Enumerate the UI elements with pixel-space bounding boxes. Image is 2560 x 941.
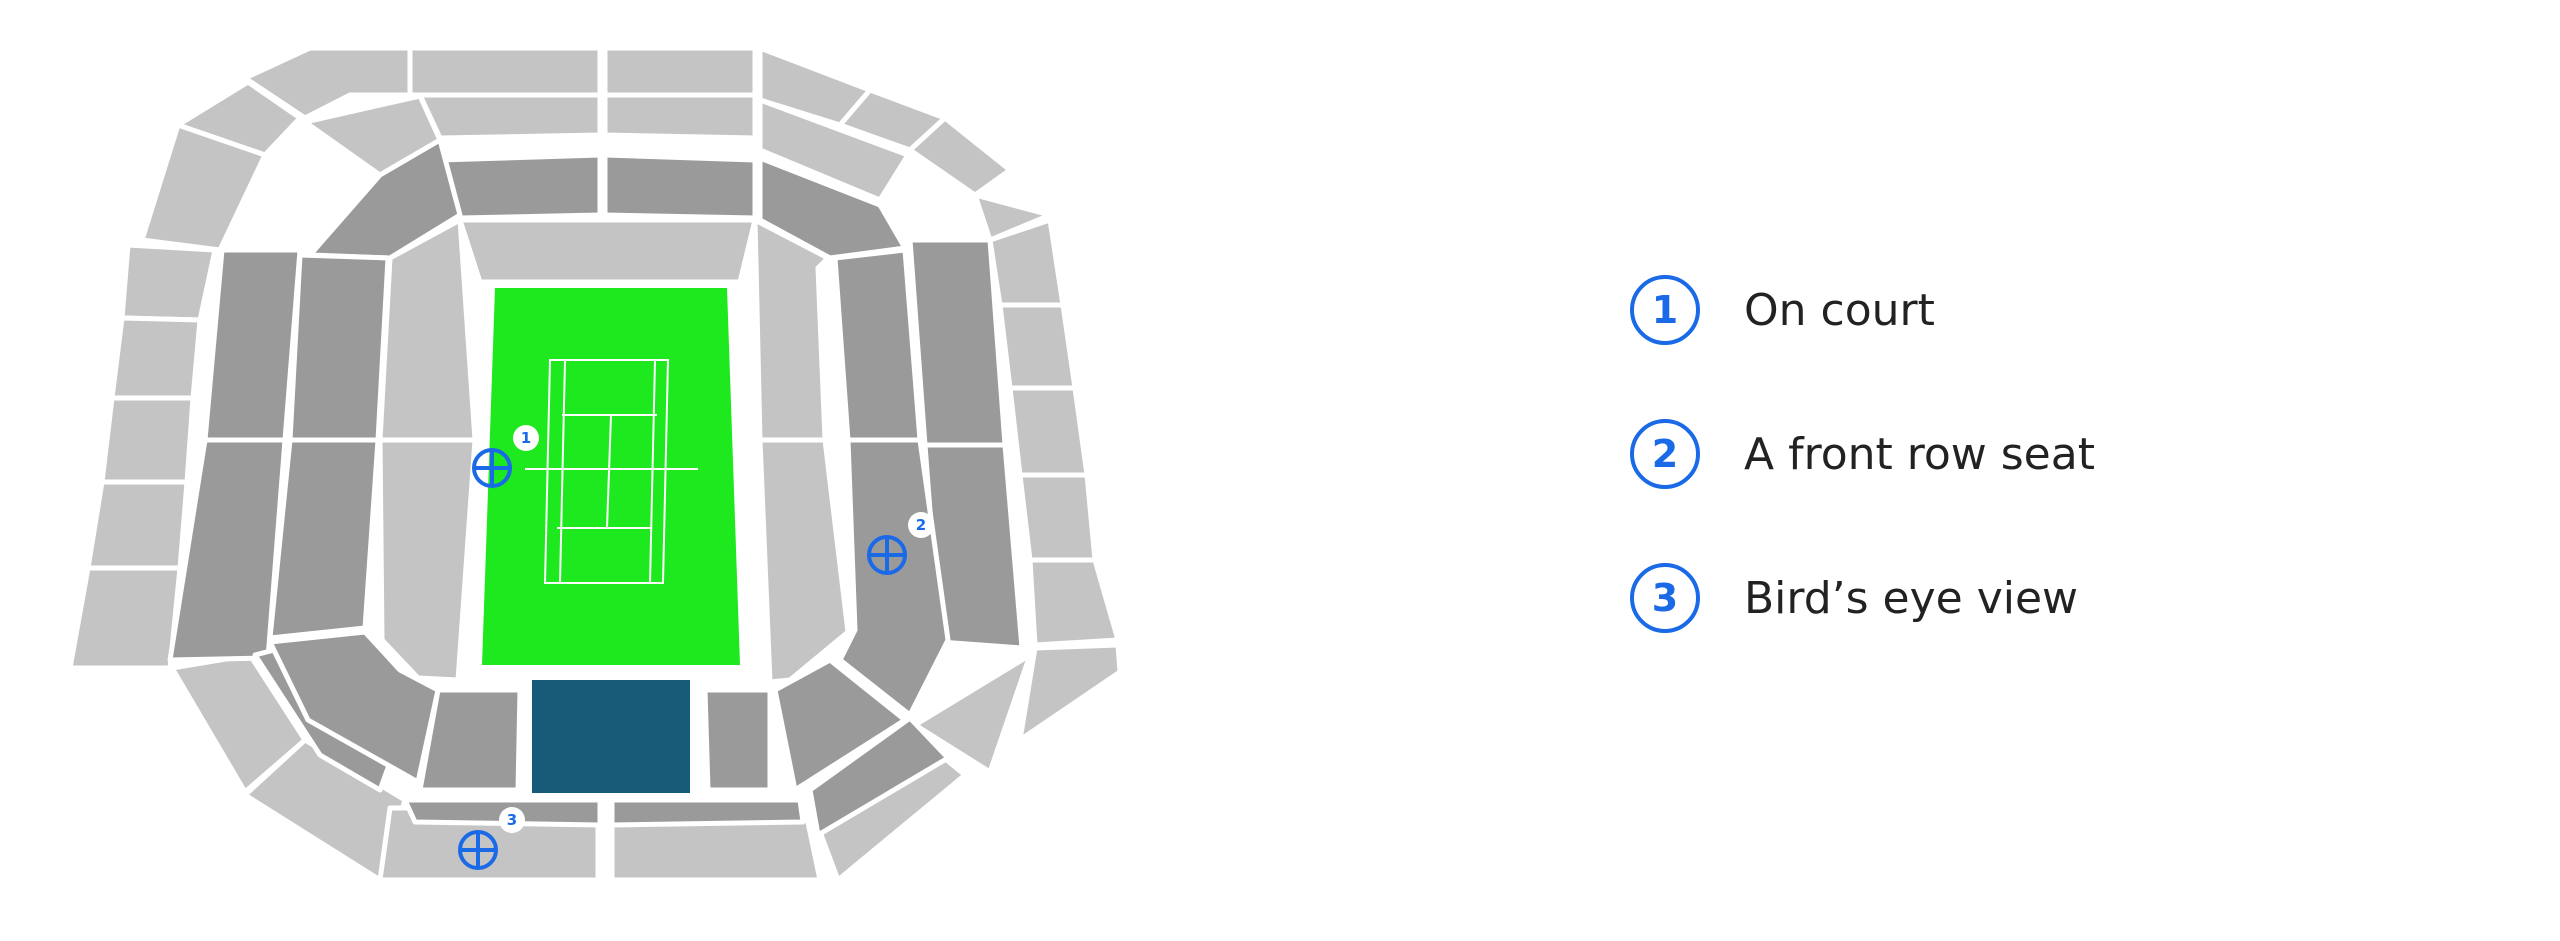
- marker-badge: [513, 425, 539, 451]
- legend-label: Bird’s eye view: [1744, 572, 2079, 624]
- outer-stands: [67, 45, 1123, 883]
- viewpoint-marker-3[interactable]: 3: [458, 807, 525, 870]
- legend-label: On court: [1744, 284, 1935, 336]
- marker-number: 2: [916, 516, 926, 534]
- marker-number: 1: [521, 429, 531, 447]
- crosshair-icon: [472, 448, 512, 488]
- crosshair-icon: [458, 830, 498, 870]
- stadium-map: 1 2 3: [67, 45, 1123, 883]
- marker-badge: [908, 512, 934, 538]
- court-side-stands: [377, 217, 851, 685]
- legend-item-birds-eye-view[interactable]: 3 Bird’s eye view: [1630, 558, 2330, 638]
- number-badge: 2: [1630, 419, 1700, 489]
- royal-box: [532, 680, 690, 793]
- marker-number: 3: [507, 811, 517, 829]
- viewpoint-marker-1[interactable]: 1: [472, 425, 539, 488]
- crosshair-icon: [867, 535, 907, 575]
- court-area: [482, 288, 740, 665]
- legend-label: A front row seat: [1744, 428, 2095, 480]
- inner-stands: [267, 137, 951, 793]
- view-legend: 1 On court 2 A front row seat 3 Bird’s e…: [1630, 270, 2330, 702]
- number-badge: 1: [1630, 275, 1700, 345]
- legend-item-front-row-seat[interactable]: 2 A front row seat: [1630, 414, 2330, 494]
- marker-badge: [499, 807, 525, 833]
- court-surface: [482, 288, 740, 665]
- legend-item-on-court[interactable]: 1 On court: [1630, 270, 2330, 350]
- viewpoint-marker-2[interactable]: 2: [867, 512, 934, 575]
- tennis-court-lines: [525, 359, 698, 584]
- number-badge: 3: [1630, 563, 1700, 633]
